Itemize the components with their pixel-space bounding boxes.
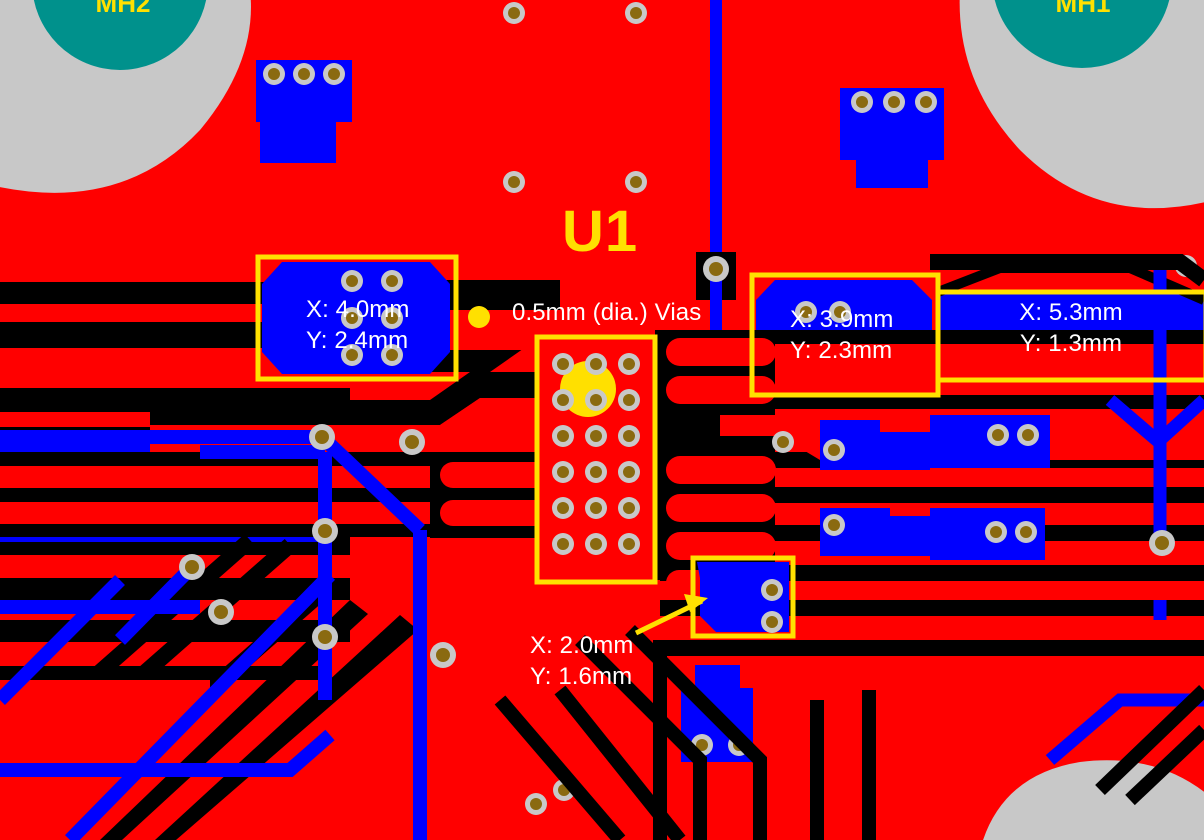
- highlighted-via-marker: [468, 306, 490, 328]
- bottom-diagonals: [494, 625, 1204, 840]
- mounting-hole-label-mh1: MH1: [1055, 0, 1111, 18]
- selection-box-far-right: [935, 289, 1204, 383]
- mounting-hole-pads: [33, 0, 1170, 70]
- selection-box-u1: [534, 334, 658, 585]
- u1-via-array-pads: [537, 337, 655, 582]
- connector-top-right: [840, 88, 944, 188]
- lower-left-plane: [0, 678, 210, 840]
- reference-designator-u1: U1: [562, 199, 639, 264]
- bottom-vertical-channels: [810, 690, 876, 840]
- right-routing: [655, 254, 1204, 696]
- callout-arrow-bottom: [634, 594, 708, 636]
- mounting-hole-label-mh2: MH2: [95, 0, 151, 18]
- u1-left-fanout: [0, 452, 560, 538]
- selection-box-left: [255, 254, 459, 382]
- right-lower-v: [1045, 693, 1204, 765]
- right-components: [820, 415, 1050, 560]
- lower-left-gaps: [0, 600, 418, 840]
- bottom-layer-diagonals: [0, 430, 427, 840]
- component-left-highlighted: [262, 262, 450, 374]
- top-center-net: [696, 0, 736, 358]
- connector-top-left: [256, 60, 352, 163]
- component-bottom-highlighted: [697, 562, 789, 633]
